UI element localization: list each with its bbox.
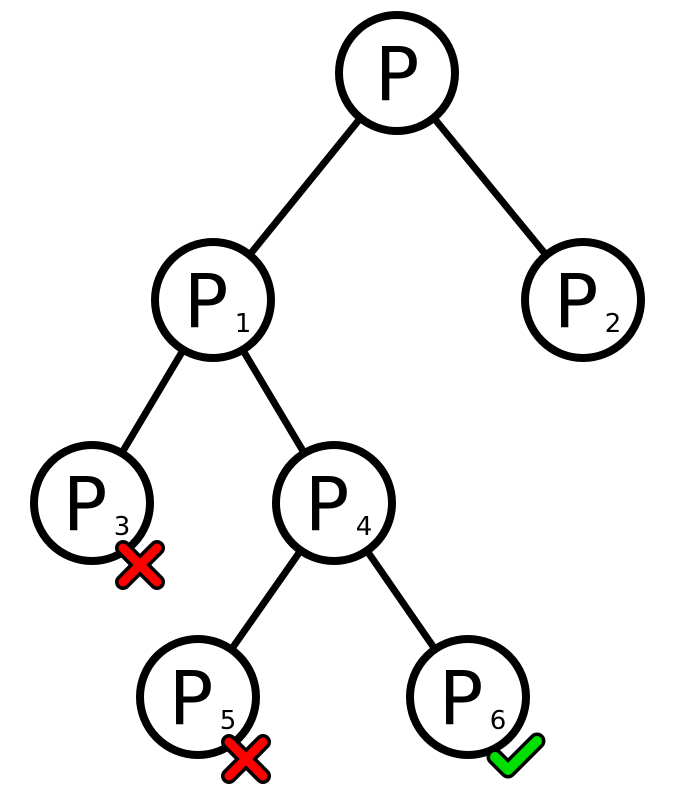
edge-root-p2 bbox=[430, 114, 550, 259]
edge-p4-p6 bbox=[363, 547, 439, 653]
node-circle bbox=[136, 635, 260, 759]
node-root: P bbox=[335, 11, 459, 135]
node-subscript: 2 bbox=[605, 309, 622, 339]
cross-icon bbox=[221, 734, 271, 784]
node-letter: P bbox=[63, 462, 108, 548]
node-circle bbox=[521, 238, 645, 362]
node-letter: P bbox=[305, 462, 350, 548]
node-subscript: 5 bbox=[220, 706, 237, 736]
node-letter: P bbox=[554, 259, 599, 345]
node-subscript: 1 bbox=[235, 309, 252, 339]
edge-p1-p3 bbox=[118, 346, 187, 457]
node-subscript: 4 bbox=[356, 512, 373, 542]
status-marks bbox=[115, 540, 546, 784]
node-circle bbox=[272, 441, 396, 565]
node-circle bbox=[30, 441, 154, 565]
cross-icon bbox=[115, 540, 165, 590]
node-letter: P bbox=[375, 32, 420, 118]
edge-root-p1 bbox=[246, 114, 364, 259]
tree-edges bbox=[118, 114, 550, 654]
node-letter: P bbox=[169, 656, 214, 742]
check-icon bbox=[486, 732, 546, 779]
edge-p1-p4 bbox=[239, 346, 308, 457]
node-circle bbox=[406, 635, 530, 759]
node-subscript: 3 bbox=[114, 512, 131, 542]
node-subscript: 6 bbox=[490, 706, 507, 736]
node-letter: P bbox=[439, 656, 484, 742]
node-circle bbox=[151, 238, 275, 362]
node-letter: P bbox=[184, 259, 229, 345]
edge-p4-p5 bbox=[227, 546, 305, 654]
node-circle bbox=[335, 11, 459, 135]
